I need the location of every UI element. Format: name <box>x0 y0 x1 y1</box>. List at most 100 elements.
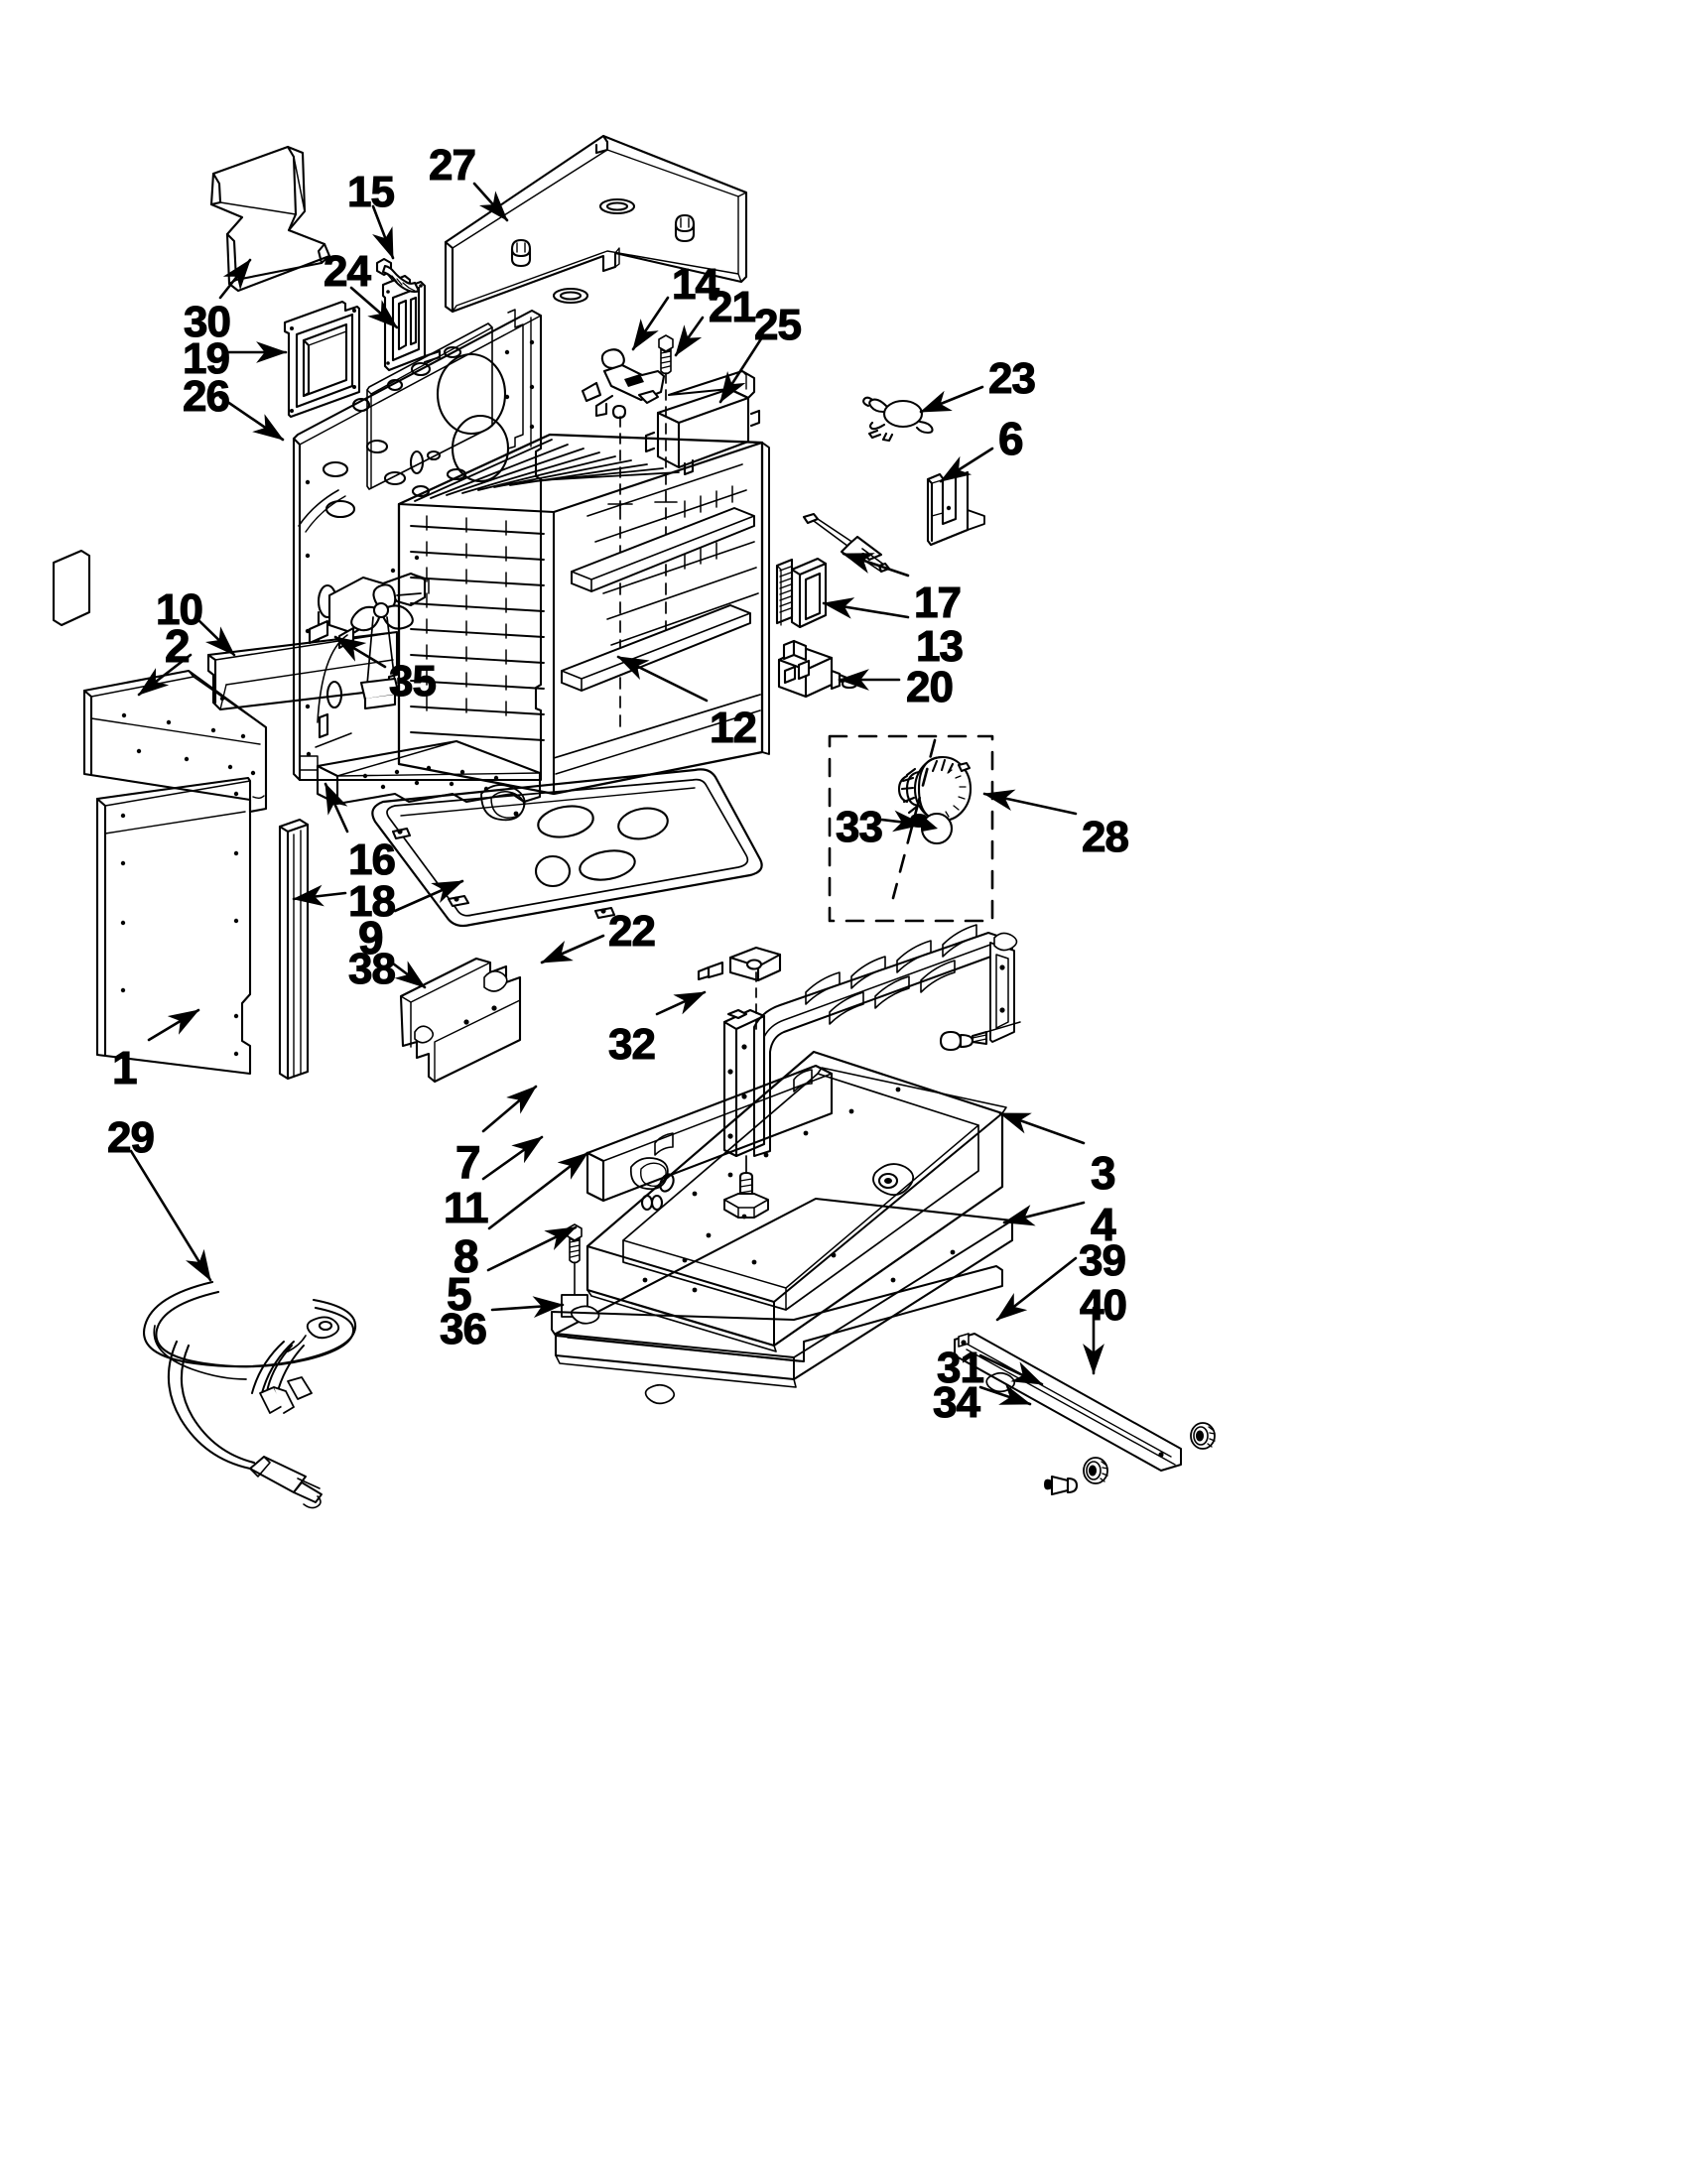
part-flange-screw-32 <box>939 1021 1021 1052</box>
part-base-cross-brace <box>316 739 542 806</box>
callout-number-29: 29 <box>106 1113 155 1162</box>
callout-number-12: 12 <box>709 704 757 752</box>
leader-line-10 <box>194 615 236 657</box>
callout-number-36: 36 <box>439 1305 487 1353</box>
callout-number-7: 7 <box>454 1136 481 1188</box>
leader-line-38 <box>387 959 427 989</box>
callout-number-3: 3 <box>1090 1147 1116 1199</box>
part-roller-wheel-31 <box>1082 1456 1109 1485</box>
part-drawer-glide-track <box>954 1333 1182 1472</box>
callout-number-31: 31 <box>936 1344 984 1392</box>
callout-number-21: 21 <box>708 283 756 331</box>
callout-number-38: 38 <box>347 945 396 993</box>
part-vent-trim-cover <box>209 145 331 293</box>
callout-number-33: 33 <box>835 803 883 851</box>
part-left-side-panel <box>95 776 252 1076</box>
leader-line-30 <box>218 258 252 300</box>
leader-line-33 <box>879 810 925 833</box>
callout-number-24: 24 <box>323 247 371 296</box>
part-side-rail-brace <box>206 630 399 711</box>
leader-line-35 <box>333 635 387 669</box>
part-oven-cavity-liner <box>397 433 770 796</box>
leader-line-24 <box>349 286 399 329</box>
leader-line-29 <box>129 1149 212 1282</box>
callout-number-6: 6 <box>997 413 1024 464</box>
leader-line-9 <box>393 879 464 913</box>
callout-number-39: 39 <box>1078 1236 1126 1285</box>
leader-line-7 <box>481 1085 538 1133</box>
part-corner-trim-strip <box>278 818 310 1081</box>
part-clamp-ring <box>862 396 934 443</box>
part-hex-screw-5 <box>561 1222 588 1318</box>
leader-line-27 <box>472 182 509 222</box>
part-igniter-switch-assembly <box>777 639 858 699</box>
part-vent-grille-frame <box>283 300 361 419</box>
leader-line-16 <box>324 782 349 834</box>
callout-number-11: 11 <box>443 1184 489 1232</box>
leader-line-5 <box>486 1225 578 1272</box>
leader-line-36 <box>490 1296 565 1318</box>
callout-number-19: 19 <box>182 334 230 383</box>
callout-number-9: 9 <box>357 912 384 964</box>
part-support-channel-bracket <box>399 957 522 1084</box>
leader-line-8 <box>487 1151 589 1230</box>
callout-number-27: 27 <box>428 141 476 190</box>
callout-number-22: 22 <box>607 907 656 956</box>
leader-line-25 <box>718 335 764 404</box>
leader-line-11 <box>481 1135 544 1181</box>
leader-line-15 <box>371 204 395 260</box>
part-back-top-panel <box>444 134 748 314</box>
leader-line-3 <box>998 1111 1086 1145</box>
callout-number-23: 23 <box>987 354 1036 403</box>
part-bottom-burner-pan <box>371 768 763 928</box>
part-gas-valve <box>581 348 666 735</box>
callout-number-5: 5 <box>446 1268 472 1320</box>
part-oven-light-socket <box>828 734 994 923</box>
callout-number-4: 4 <box>1090 1199 1116 1250</box>
leader-line-32 <box>655 990 707 1016</box>
part-front-trim-rail <box>585 1064 834 1203</box>
callout-number-10: 10 <box>155 585 203 634</box>
part-leveling-leg-bracket <box>722 924 1018 1158</box>
part-left-side-upper-panel <box>82 669 268 814</box>
callout-number-13: 13 <box>915 622 964 671</box>
leader-line-17 <box>842 552 910 578</box>
callout-number-40: 40 <box>1079 1281 1127 1330</box>
callout-number-32: 32 <box>607 1020 656 1069</box>
callout-number-14: 14 <box>671 260 719 309</box>
leader-line-13 <box>822 597 910 619</box>
leader-line-22 <box>540 934 605 964</box>
callout-number-26: 26 <box>182 372 230 421</box>
part-leveling-leg <box>723 1155 769 1219</box>
callout-number-1: 1 <box>111 1042 138 1093</box>
leader-line-12 <box>616 655 709 703</box>
callout-number-35: 35 <box>388 657 437 706</box>
part-transformer-box <box>644 369 761 476</box>
part-axle-pin <box>1044 1475 1079 1496</box>
part-hinge-retainer-clip <box>697 946 782 1033</box>
leader-line-6 <box>939 447 994 483</box>
leader-line-23 <box>919 385 984 414</box>
callout-number-15: 15 <box>346 168 395 216</box>
leader-line-1 <box>147 1008 200 1042</box>
part-terminal-block <box>52 549 828 629</box>
leader-line-4 <box>1002 1201 1086 1226</box>
part-storage-drawer-frame <box>585 1050 1007 1352</box>
leader-line-28 <box>982 789 1078 816</box>
leader-line-39 <box>995 1256 1078 1322</box>
callout-number-8: 8 <box>453 1230 479 1282</box>
part-convection-fan-motor <box>308 572 430 723</box>
leader-line-18 <box>292 884 347 907</box>
leader-line-26 <box>218 395 285 442</box>
part-drawer-bottom-panel <box>551 1265 1003 1362</box>
leader-line-21 <box>674 316 705 357</box>
part-rear-chassis-panel <box>292 309 543 782</box>
leader-line-34 <box>978 1384 1032 1406</box>
callout-number-25: 25 <box>753 301 802 349</box>
callout-number-30: 30 <box>183 298 231 346</box>
callout-number-16: 16 <box>347 835 396 884</box>
callout-number-20: 20 <box>905 663 954 711</box>
leader-line-2 <box>137 653 193 697</box>
